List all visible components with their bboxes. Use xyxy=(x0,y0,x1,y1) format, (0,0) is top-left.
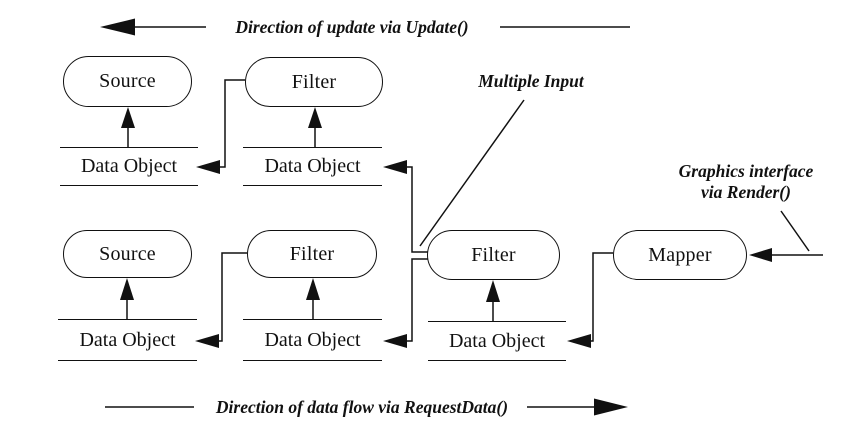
mapper-to-do3b-connector xyxy=(590,252,613,342)
data-object-bottom-2: Data Object xyxy=(243,319,382,361)
multiple-input-label: Multiple Input xyxy=(478,71,584,91)
node-source-top: Source xyxy=(63,56,192,107)
dataflow-direction-label: Direction of data flow via RequestData() xyxy=(215,397,509,417)
do1b-up-arrowhead xyxy=(120,278,134,300)
graphics-interface-line1: Graphics interface xyxy=(678,161,814,181)
node-source-bottom: Source xyxy=(63,230,192,278)
node-filter-bottom: Filter xyxy=(247,230,377,278)
data-object-top-1: Data Object xyxy=(60,147,198,186)
do2t-up-arrowhead xyxy=(308,107,322,128)
data-object-bottom-3: Data Object xyxy=(428,321,566,361)
render-pointer-line xyxy=(780,210,810,252)
node-filter-top: Filter xyxy=(245,57,383,107)
update-direction-label: Direction of update via Update() xyxy=(235,17,469,37)
graphics-interface-label: Graphics interface via Render() xyxy=(660,161,832,203)
filter-top-to-do1t-connector xyxy=(219,79,245,168)
node-filter-multi-input: Filter xyxy=(427,230,560,280)
update-left-arrowhead xyxy=(100,18,135,36)
graphics-interface-line2: via Render() xyxy=(701,182,791,202)
render-arrowhead xyxy=(749,248,772,262)
filter-multi-upper-input-connector xyxy=(406,166,428,253)
do2b-up-arrowhead xyxy=(306,278,320,300)
data-object-top-2: Data Object xyxy=(243,147,382,186)
do1t-left-arrowhead xyxy=(196,160,220,174)
data-object-bottom-1: Data Object xyxy=(58,319,197,361)
do3b-left-arrowhead xyxy=(567,334,591,348)
do2t-left-arrowhead xyxy=(383,160,407,174)
dataflow-right-arrowhead xyxy=(594,398,628,416)
do1b-left-arrowhead xyxy=(195,334,219,348)
do1t-up-arrowhead xyxy=(121,107,135,128)
do2b-left-arrowhead xyxy=(383,334,407,348)
filter-multi-lower-input-connector xyxy=(406,258,428,342)
filter-bottom-to-do1b-connector xyxy=(218,252,247,342)
node-mapper: Mapper xyxy=(613,230,747,280)
multiple-input-pointer-line xyxy=(419,99,525,247)
do3b-up-arrowhead xyxy=(486,280,500,302)
